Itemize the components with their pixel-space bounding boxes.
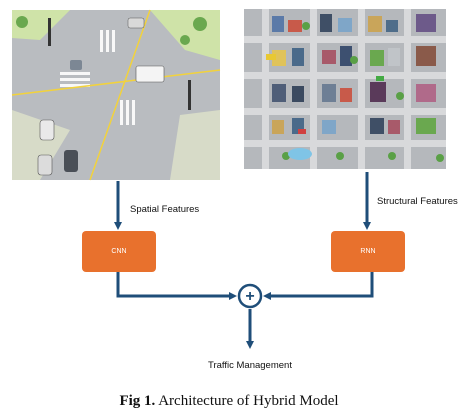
fusion-symbol: + [245,288,254,305]
rnn-box: RNN [331,231,405,272]
fusion-node: + [237,283,263,309]
caption-text: Architecture of Hybrid Model [155,393,339,409]
caption-prefix: Fig 1. [119,393,156,409]
cnn-label: CNN [111,248,127,255]
traffic-management-label: Traffic Management [208,360,292,371]
figure-caption: Fig 1. Architecture of Hybrid Model [0,393,458,410]
structural-features-label: Structural Features [377,196,458,207]
rnn-label: RNN [360,248,376,255]
edge-rnn-to-fusion [263,272,374,300]
street-intersection-image [11,9,221,181]
spatial-features-label: Spatial Features [130,204,200,215]
cnn-box: CNN [82,231,156,272]
city-map-image [244,9,446,169]
edge-cnn-to-fusion [116,272,237,300]
